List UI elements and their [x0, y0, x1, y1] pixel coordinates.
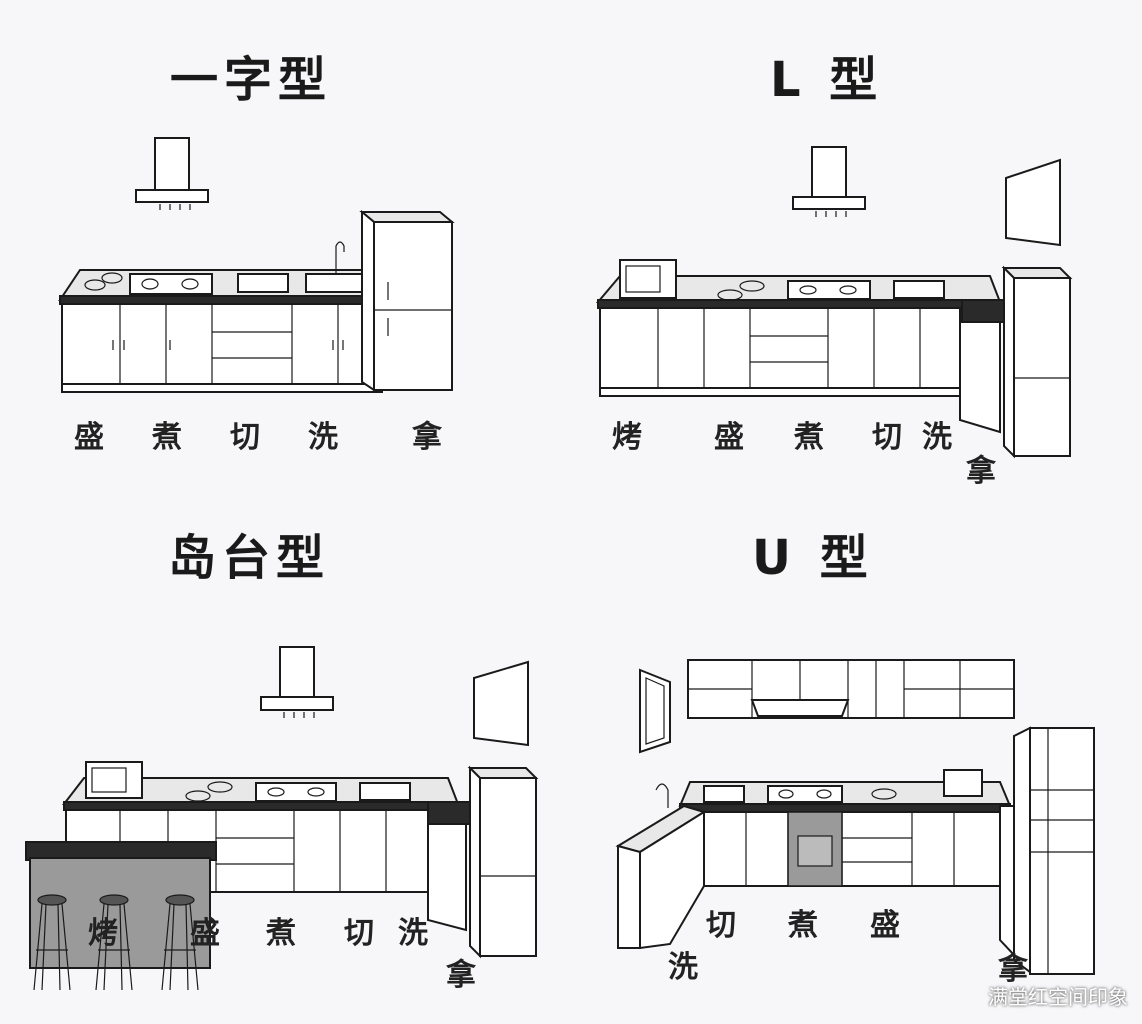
label-cook: 煮: [788, 908, 818, 943]
title-straight: 一字型: [170, 52, 333, 108]
range-hood-icon: [135, 137, 209, 210]
title-island: 岛台型: [168, 530, 331, 586]
label-cook: 煮: [266, 916, 296, 951]
label-serve: 盛: [870, 908, 900, 943]
label-cook: 煮: [152, 420, 182, 455]
label-wash: 洗: [668, 950, 698, 985]
label-take: 拿: [998, 952, 1028, 987]
label-cut: 切: [230, 420, 260, 455]
label-wash: 洗: [308, 420, 338, 455]
label-cut: 切: [872, 420, 902, 455]
label-serve: 盛: [714, 420, 744, 455]
label-cook: 煮: [794, 420, 824, 455]
kitchen-u-illustration: [615, 659, 1095, 975]
label-bake: 烤: [88, 916, 118, 951]
label-take: 拿: [446, 958, 476, 993]
label-bake: 烤: [612, 420, 642, 455]
watermark: 满堂红空间印象: [988, 985, 1128, 1009]
kitchen-l-illustration: [595, 146, 1073, 459]
label-take: 拿: [966, 454, 996, 489]
title-l-shape: L 型: [770, 52, 884, 108]
label-wash: 洗: [922, 420, 952, 455]
label-cut: 切: [706, 908, 736, 943]
label-wash: 洗: [398, 916, 428, 951]
counter-straight: [58, 241, 383, 393]
kitchen-island-illustration: [25, 646, 539, 991]
label-take: 拿: [412, 420, 442, 455]
title-u-shape: U 型: [752, 530, 874, 586]
label-serve: 盛: [74, 420, 104, 455]
label-cut: 切: [344, 916, 374, 951]
label-serve: 盛: [190, 916, 220, 951]
fridge-straight: [359, 209, 455, 392]
